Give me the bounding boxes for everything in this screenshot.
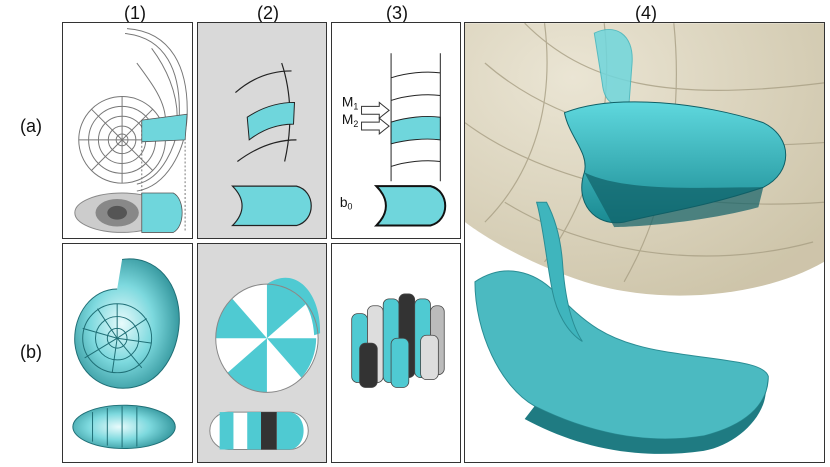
panel-a2-chamber-slice: [197, 22, 327, 239]
panel-a3-layer-diagram: M1 M2 b0: [331, 22, 461, 239]
chamber-slice-drawing: [231, 62, 312, 227]
panel-b3-stacked-chambers: [331, 243, 461, 463]
panel-b1-nautilus-render: [62, 243, 193, 463]
striped-nautilus-render: [209, 277, 321, 450]
nautilus-section-drawing: [74, 28, 188, 233]
striped-front-view: [209, 411, 309, 450]
annotation-m1: M1: [342, 94, 358, 111]
annotation-b0: b0: [340, 195, 353, 212]
chamber-3d-render: [465, 23, 824, 454]
row-label-b: (b): [20, 342, 42, 362]
arrow-m1: [361, 101, 390, 120]
column-label-3: (3): [386, 3, 408, 23]
stacked-chambers-render: [351, 293, 445, 388]
column-label-1: (1): [124, 3, 146, 23]
panel-4-3d-render: [464, 22, 825, 463]
layer-diagram-drawing: M1 M2 b0: [340, 53, 447, 227]
column-label-2: (2): [257, 3, 279, 23]
annotation-m2: M2: [342, 112, 358, 129]
row-label-a: (a): [20, 116, 42, 136]
panel-a1-nautilus-section: [62, 22, 193, 239]
panel-b2-striped-nautilus: [197, 243, 327, 463]
nautilus-3d-render: [72, 258, 180, 450]
nautilus-front-view: [74, 192, 183, 233]
column-label-4: (4): [635, 3, 657, 23]
arrow-m2: [361, 117, 390, 135]
